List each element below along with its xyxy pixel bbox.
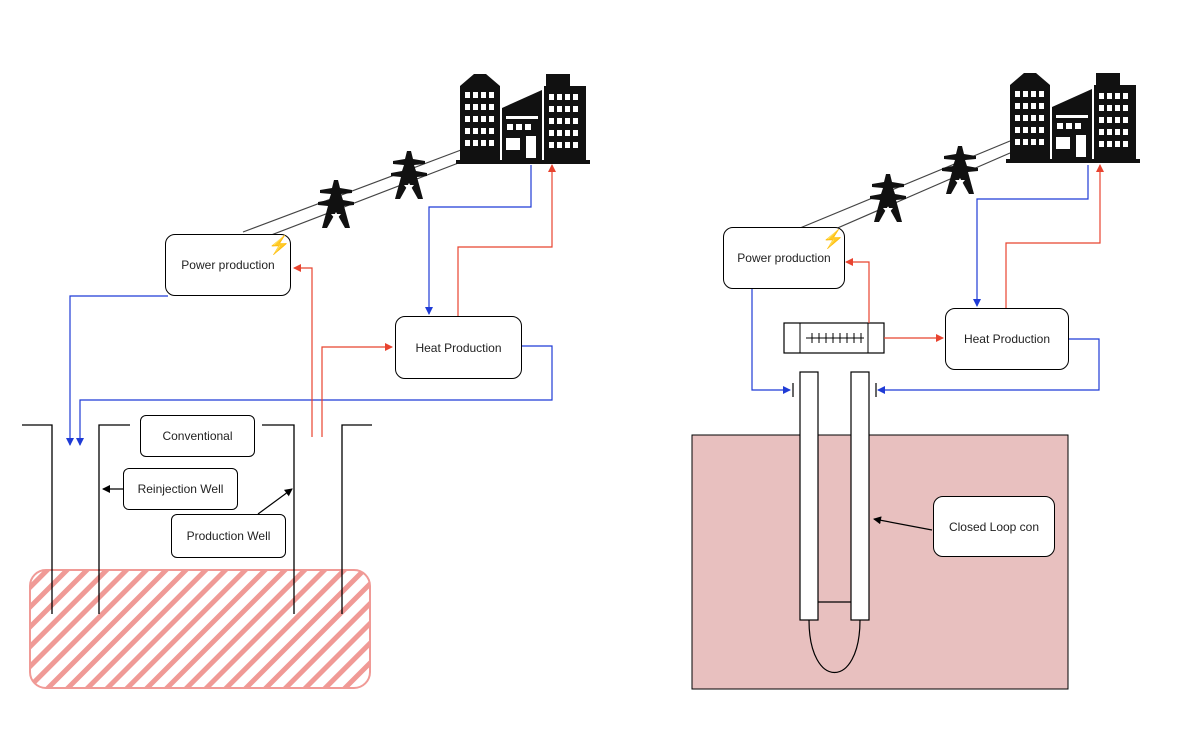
heat-exchanger bbox=[783, 322, 885, 354]
right-annotation-arrow bbox=[873, 516, 933, 531]
production-well-label: Production Well bbox=[186, 529, 271, 543]
left-cold-flows bbox=[66, 165, 553, 446]
right-heat-production-label: Heat Production bbox=[963, 332, 1051, 346]
conventional-box: Conventional bbox=[140, 415, 255, 457]
right-city-icon bbox=[1006, 73, 1140, 163]
left-lightning-bolt-icon: ⚡ bbox=[268, 235, 291, 255]
right-lightning-bolt-icon: ⚡ bbox=[822, 229, 845, 249]
reinjection-well-box: Reinjection Well bbox=[123, 468, 238, 510]
valve-markers bbox=[792, 383, 877, 397]
right-pylon-icon-2 bbox=[942, 146, 978, 194]
right-reservoir bbox=[691, 434, 1069, 690]
production-well-box: Production Well bbox=[171, 514, 286, 558]
conventional-label: Conventional bbox=[162, 429, 233, 443]
right-power-production-label: Power production bbox=[737, 251, 831, 265]
left-city-icon bbox=[456, 74, 590, 164]
reinjection-well-label: Reinjection Well bbox=[137, 482, 224, 496]
right-power-production-box: Power production bbox=[723, 227, 845, 289]
left-pylon-icon-1 bbox=[318, 180, 354, 228]
right-heat-production-box: Heat Production bbox=[945, 308, 1069, 370]
left-transmission-lines bbox=[242, 149, 462, 243]
left-power-production-label: Power production bbox=[181, 258, 275, 272]
left-hot-flows bbox=[293, 164, 556, 437]
left-wells bbox=[22, 424, 372, 614]
right-cold-flows bbox=[751, 165, 1100, 394]
left-pylon-icon-2 bbox=[391, 151, 427, 199]
left-heat-production-label: Heat Production bbox=[415, 340, 502, 355]
left-power-production-box: Power production bbox=[165, 234, 291, 296]
left-heat-production-box: Heat Production bbox=[395, 316, 522, 379]
closed-loop-pipes bbox=[799, 371, 870, 674]
right-transmission-lines bbox=[799, 140, 1011, 241]
right-hot-flows bbox=[845, 164, 1104, 342]
left-reservoir bbox=[29, 569, 371, 689]
closed-loop-label: Closed Loop con bbox=[948, 519, 1040, 534]
closed-loop-box: Closed Loop con bbox=[933, 496, 1055, 557]
left-annotation-arrows bbox=[102, 485, 293, 515]
right-pylon-icon-1 bbox=[870, 174, 906, 222]
